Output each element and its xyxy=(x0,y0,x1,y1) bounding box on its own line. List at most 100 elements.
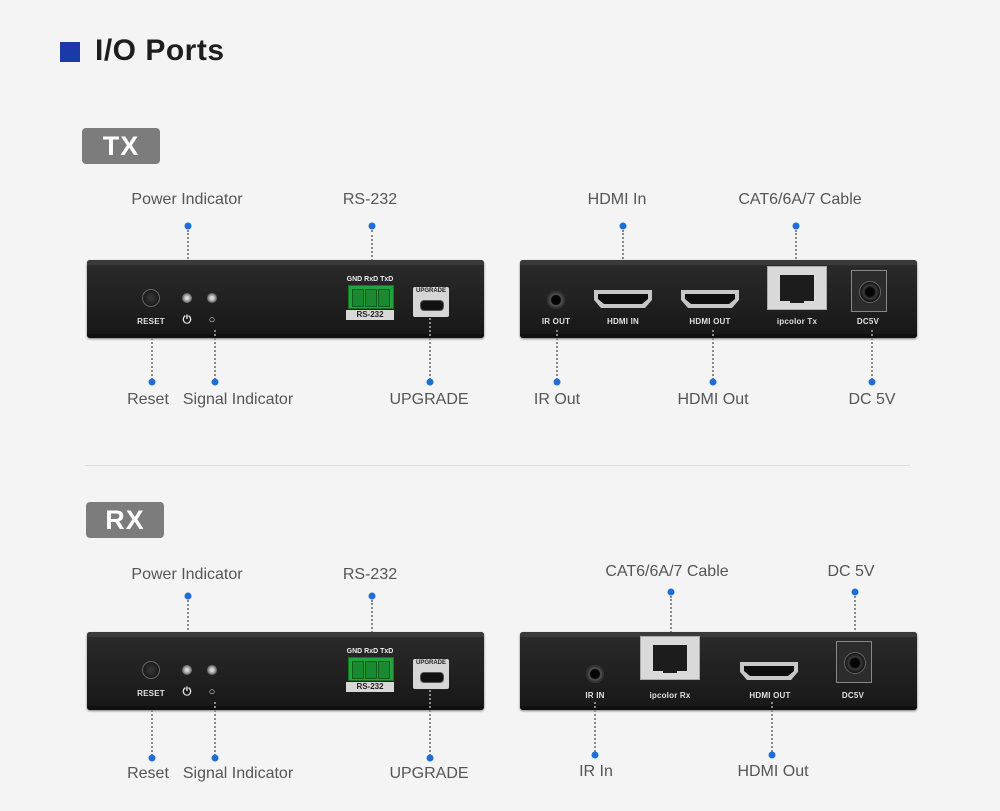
tx-power-indicator-dot xyxy=(184,222,192,230)
rx-usb-port xyxy=(420,672,444,683)
tx-hdmi-in-dot xyxy=(619,222,627,230)
rx-hdmi-out-leader xyxy=(771,702,773,752)
rx-rj45-port xyxy=(640,636,700,680)
rx-rs232-pin xyxy=(352,661,364,679)
tx-reset-print: RESET xyxy=(137,317,165,326)
tx-reset-dot xyxy=(148,378,156,386)
rx-reset-button xyxy=(142,661,160,679)
tx-reset-leader xyxy=(151,338,153,380)
tx-ir-out-leader xyxy=(556,330,558,380)
page-title: I/O Ports xyxy=(95,34,225,67)
rx-power-indicator-label: Power Indicator xyxy=(131,566,243,583)
rx-cable-leader xyxy=(670,596,672,636)
tx-ir-out-label: IR Out xyxy=(533,391,581,408)
tx-rs232-header: GND RxD TxD xyxy=(346,276,394,283)
tx-rs232-pin xyxy=(378,289,390,307)
rx-rs232-terminal: GND RxD TxD RS-232 xyxy=(346,648,394,692)
tx-cable-dot xyxy=(792,222,800,230)
rx-reset-leader xyxy=(151,710,153,756)
tx-hdmi-in-leader xyxy=(622,230,624,278)
tx-upgrade-dot xyxy=(426,378,434,386)
rx-ir-in-print: IR IN xyxy=(585,691,605,700)
rx-power-indicator-dot xyxy=(184,592,192,600)
rx-dc-port xyxy=(836,641,872,683)
rx-dc-print: DC5V xyxy=(841,691,865,700)
rx-power-symbol-icon: ⏻ xyxy=(182,686,192,698)
tx-rj45-port xyxy=(767,266,827,310)
rx-signal-led xyxy=(207,665,217,675)
tx-signal-symbol-icon: ○ xyxy=(208,314,216,326)
section-divider xyxy=(85,465,910,466)
tx-upgrade-leader xyxy=(429,318,431,380)
rx-rs232-leader xyxy=(371,600,373,656)
tx-rs232-leader xyxy=(371,230,373,285)
rx-rear-panel: IR IN ipcolor Rx HDMI OUT DC5V xyxy=(520,632,917,710)
tx-dc-port xyxy=(851,270,887,312)
rx-hdmi-out-label: HDMI Out xyxy=(737,763,809,780)
tx-rs232-label: RS-232 xyxy=(342,191,398,208)
rx-signal-leader xyxy=(214,702,216,756)
rx-rs232-pin xyxy=(378,661,390,679)
tx-rs232-block xyxy=(348,285,394,309)
rx-upgrade-dot xyxy=(426,754,434,762)
tx-front-panel: RESET ⏻ ○ GND RxD TxD RS-232 UPGRADE xyxy=(87,260,484,338)
tx-dc-print: DC5V xyxy=(856,317,880,326)
tx-signal-leader xyxy=(214,330,216,380)
rx-rs232-cap: RS-232 xyxy=(346,682,394,692)
tx-usb-port xyxy=(420,300,444,311)
rx-reset-label: Reset xyxy=(127,765,169,782)
rx-hdmi-out-dot xyxy=(768,751,776,759)
rx-ir-in-jack xyxy=(586,665,604,683)
tx-reset-label: Reset xyxy=(127,391,169,408)
tx-rs232-dot xyxy=(368,222,376,230)
tx-hdmi-out-port xyxy=(681,290,739,308)
rx-upgrade-label: UPGRADE xyxy=(389,765,469,782)
tx-upgrade-cap: UPGRADE xyxy=(415,288,446,294)
tx-dc-leader xyxy=(871,330,873,380)
tx-dc-dot xyxy=(868,378,876,386)
tx-reset-button xyxy=(142,289,160,307)
tx-tag: TX xyxy=(82,128,160,164)
rx-rs232-pin xyxy=(365,661,377,679)
rx-signal-dot xyxy=(211,754,219,762)
tx-rs232-pin xyxy=(352,289,364,307)
tx-power-symbol-icon: ⏻ xyxy=(182,314,192,326)
tx-rs232-pin xyxy=(365,289,377,307)
tx-ir-out-dot xyxy=(553,378,561,386)
tx-hdmi-out-dot xyxy=(709,378,717,386)
tx-rs232-terminal: GND RxD TxD RS-232 xyxy=(346,276,394,320)
rx-power-led xyxy=(182,665,192,675)
tx-signal-dot xyxy=(211,378,219,386)
rx-ir-in-leader xyxy=(594,702,596,752)
rx-upgrade-port: UPGRADE xyxy=(413,659,449,689)
tx-signal-led xyxy=(207,293,217,303)
tx-upgrade-label: UPGRADE xyxy=(389,391,469,408)
tx-rs232-cap: RS-232 xyxy=(346,310,394,320)
tx-rj45-print: ipcolor Tx xyxy=(776,317,818,326)
rx-rj45-print: ipcolor Rx xyxy=(649,691,691,700)
rx-tag: RX xyxy=(86,502,164,538)
rx-rs232-label: RS-232 xyxy=(342,566,398,583)
tx-dc5v-label: DC 5V xyxy=(848,391,896,408)
rx-cable-label: CAT6/6A/7 Cable xyxy=(605,563,729,580)
rx-rs232-header: GND RxD TxD xyxy=(346,648,394,655)
tx-hdmi-out-print: HDMI OUT xyxy=(689,317,731,326)
tx-cable-label: CAT6/6A/7 Cable xyxy=(738,191,862,208)
rx-signal-indicator-label: Signal Indicator xyxy=(182,765,294,782)
heading-square-icon xyxy=(60,42,80,62)
rx-rs232-dot xyxy=(368,592,376,600)
rx-upgrade-leader xyxy=(429,690,431,756)
rx-hdmi-out-port xyxy=(740,662,798,680)
rx-dc-leader xyxy=(854,596,856,646)
tx-rear-panel: IR OUT HDMI IN HDMI OUT ipcolor Tx DC5V xyxy=(520,260,917,338)
rx-cable-dot xyxy=(667,588,675,596)
tx-upgrade-port: UPGRADE xyxy=(413,287,449,317)
rx-reset-dot xyxy=(148,754,156,762)
rx-ir-in-dot xyxy=(591,751,599,759)
tx-ir-out-print: IR OUT xyxy=(541,317,571,326)
tx-hdmi-in-port xyxy=(594,290,652,308)
tx-ir-out-jack xyxy=(547,291,565,309)
rx-rs232-block xyxy=(348,657,394,681)
tx-power-led xyxy=(182,293,192,303)
